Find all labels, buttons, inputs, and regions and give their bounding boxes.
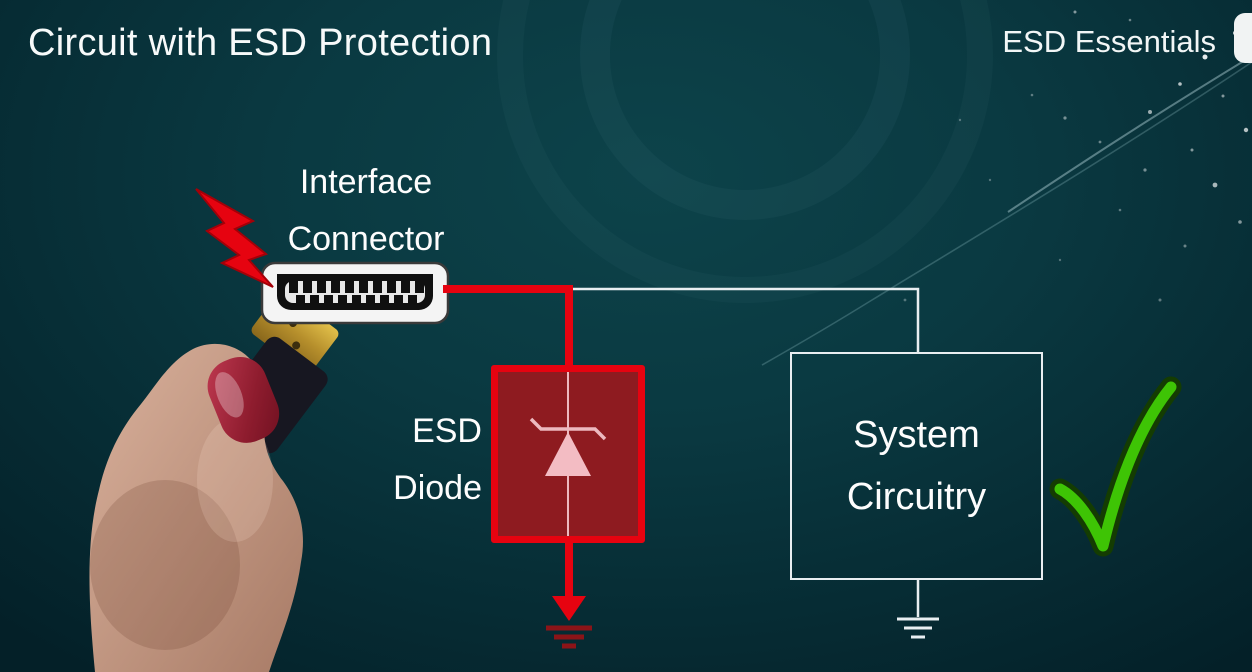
hdmi-pins [289,279,424,305]
hand-shadow [90,480,240,650]
zener-diode-symbol [529,372,607,536]
brand-name: ESD Essentials [1002,24,1216,59]
diode-ground-arrow-head [552,596,586,621]
hand-highlight [197,418,273,542]
thumb-nail [207,356,280,443]
esd-diode-label-line1: ESD [412,412,482,450]
interface-connector-label: Interface Connector [238,154,494,268]
bg-sweep-curve-bright [1007,55,1252,213]
diode-ground-symbol [546,625,592,649]
system-circuitry-box: System Circuitry [790,352,1043,580]
interface-connector-label-line1: Interface [299,163,433,201]
checkmark-icon [1049,376,1182,557]
bg-sweep-curve [761,61,1252,366]
esd-diode-label: ESD Diode [346,403,482,517]
hand-holding-hdmi-cable [89,261,450,672]
hdmi-connector-face [260,261,450,325]
system-box-label-line2: Circuitry [846,476,987,518]
esd-diode-label-line2: Diode [393,469,482,507]
system-box-label-line1: System [853,414,980,456]
wire-connector-to-diode [443,285,573,366]
page-title: Circuit with ESD Protection [28,22,493,64]
wire-connector-to-system [568,287,920,353]
starfield-decoration [903,10,1249,302]
brand-logo-cropped [1234,13,1252,63]
lightning-bolt-icon [195,188,274,288]
system-ground-symbol [897,617,939,639]
interface-connector-label-line2: Connector [287,220,445,258]
bg-ring [580,0,910,220]
